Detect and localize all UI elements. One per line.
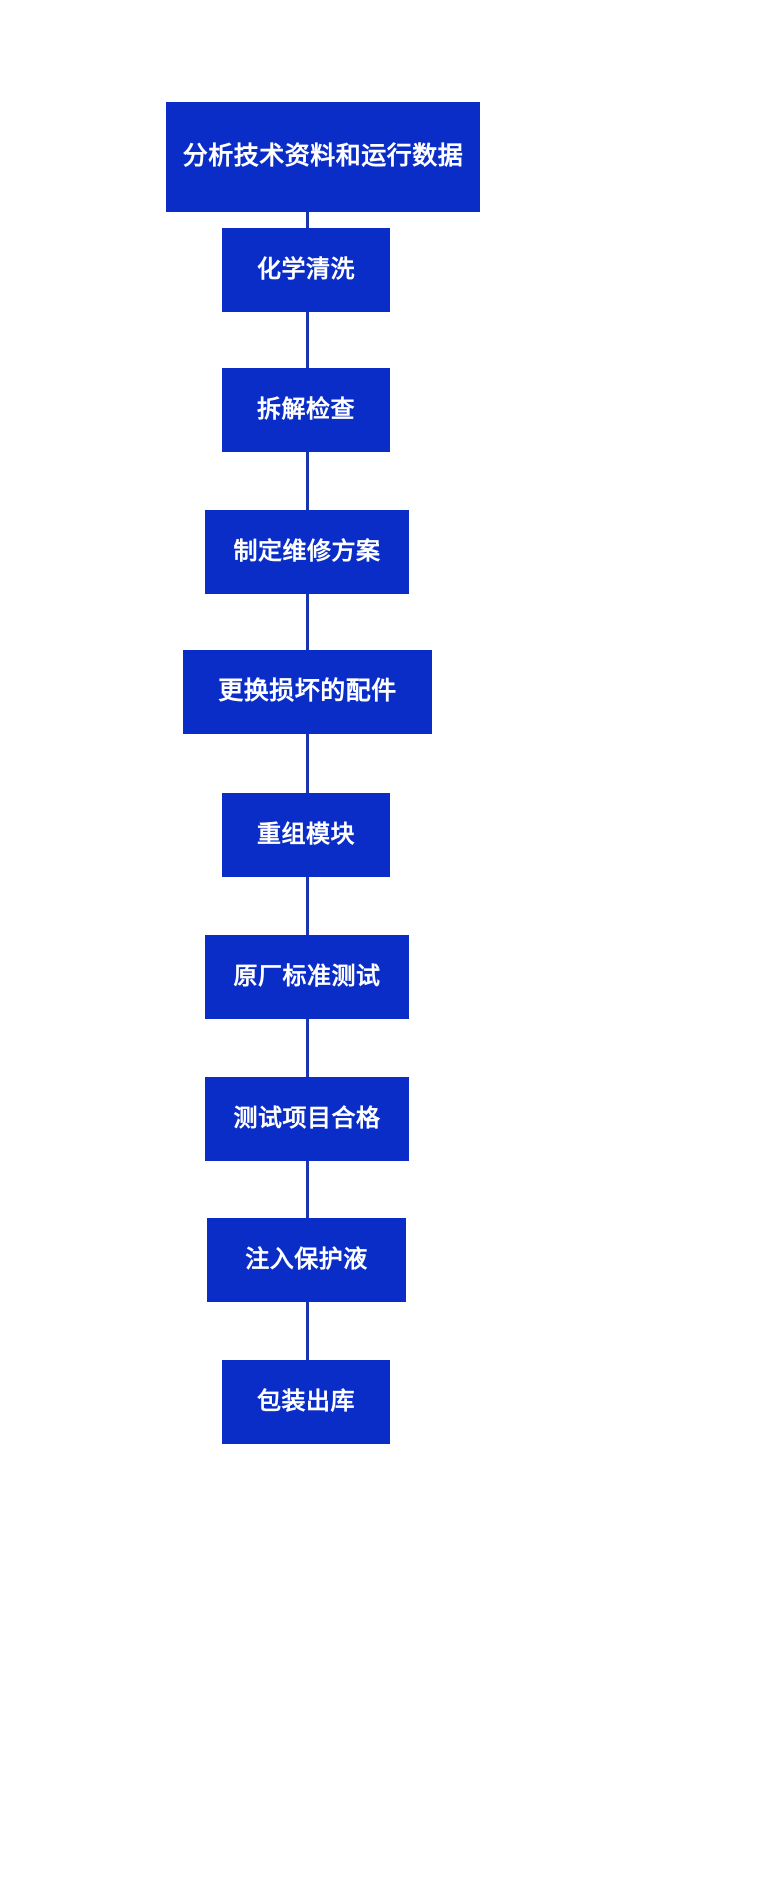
arrow-shaft	[305, 452, 309, 510]
flow-node-label: 重组模块	[257, 820, 355, 848]
arrow-shaft	[305, 594, 309, 650]
flow-node-3[interactable]: 拆解检查	[222, 368, 390, 452]
flow-node-2[interactable]: 化学清洗	[222, 228, 390, 312]
flow-node-label: 制定维修方案	[233, 537, 381, 565]
flow-node-label: 注入保护液	[245, 1245, 368, 1273]
flow-node-5[interactable]: 更换损坏的配件	[183, 650, 432, 734]
flow-node-6[interactable]: 重组模块	[222, 793, 390, 877]
arrow-shaft	[305, 1019, 309, 1077]
flow-node-label: 拆解检查	[257, 395, 355, 423]
arrow-shaft	[305, 1161, 309, 1218]
flow-node-label: 分析技术资料和运行数据	[182, 142, 464, 171]
flow-node-4[interactable]: 制定维修方案	[205, 510, 409, 594]
arrow-shaft	[305, 312, 309, 368]
arrow-shaft	[305, 1302, 309, 1360]
flow-node-8[interactable]: 测试项目合格	[205, 1077, 409, 1161]
flow-node-label: 化学清洗	[257, 255, 355, 283]
flow-node-label: 更换损坏的配件	[218, 677, 397, 706]
flow-node-10[interactable]: 包装出库	[222, 1360, 390, 1444]
flow-node-label: 测试项目合格	[233, 1104, 381, 1132]
flow-node-label: 原厂标准测试	[233, 962, 381, 990]
flow-node-7[interactable]: 原厂标准测试	[205, 935, 409, 1019]
arrow-shaft	[305, 734, 309, 793]
arrow-shaft	[305, 212, 309, 228]
flow-node-label: 包装出库	[257, 1387, 355, 1415]
flow-node-9[interactable]: 注入保护液	[207, 1218, 406, 1302]
flow-node-1[interactable]: 分析技术资料和运行数据	[166, 102, 480, 212]
arrow-shaft	[305, 877, 309, 935]
